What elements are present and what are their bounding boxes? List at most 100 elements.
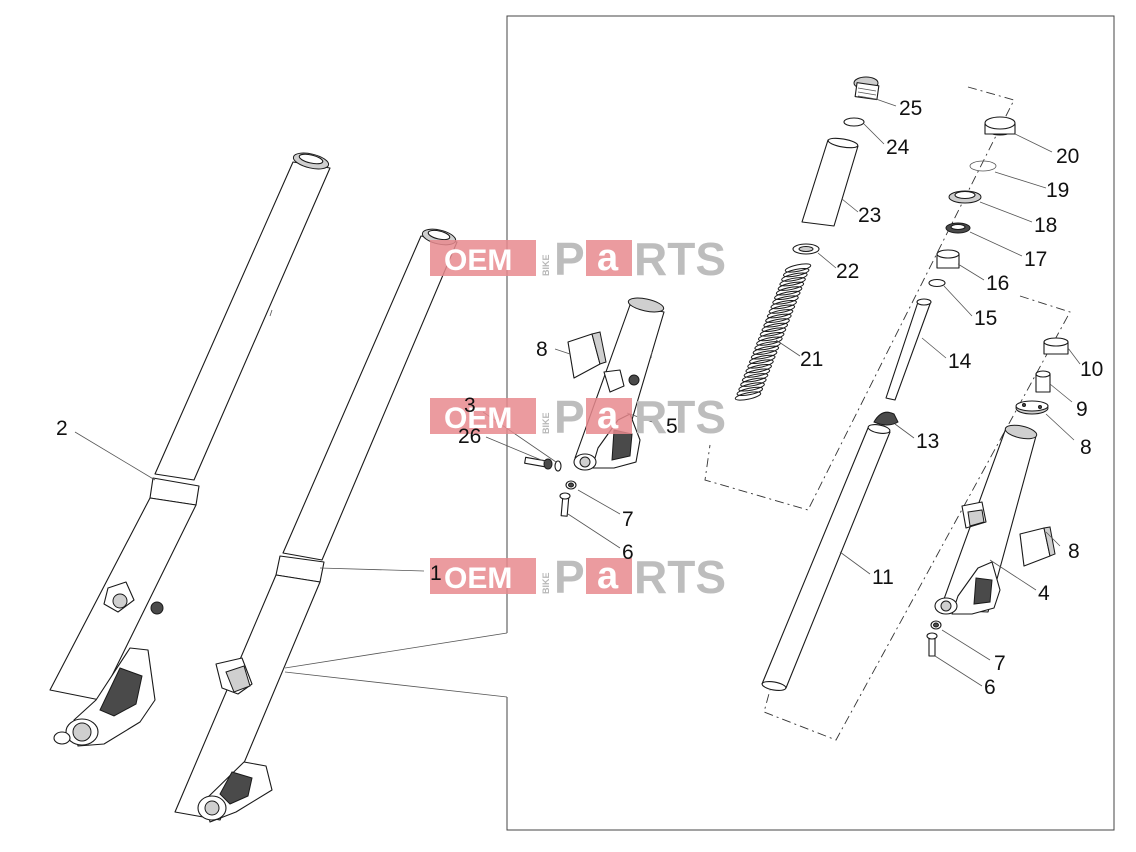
watermark-bike-text: BIKE (541, 572, 551, 594)
fork-leg-1-assembly (174, 228, 458, 823)
part-7-washer-left (565, 480, 577, 490)
spring-coil (745, 363, 772, 374)
spring-coil (775, 286, 803, 296)
watermark-oem-text: OEM (444, 562, 512, 595)
part-6-bolt-right (926, 632, 938, 657)
callout-22: 22 (836, 260, 859, 283)
detail-left-bottom-tube (573, 297, 665, 471)
spring-coil (740, 377, 767, 387)
callout-8-left: 8 (536, 338, 548, 361)
callout-11: 10 (1080, 358, 1103, 381)
part-25-cap (853, 76, 880, 101)
part-9-piston (1015, 400, 1049, 415)
dashed-group-left (704, 86, 1015, 511)
callout-10: 9 (1076, 398, 1088, 421)
callout-21: 21 (800, 348, 823, 371)
spring-coil (752, 345, 780, 355)
detail-frame (284, 15, 1115, 831)
spring-coil (766, 309, 794, 319)
part-6-bolt-left (559, 492, 571, 517)
watermark-rts-text: RTS (634, 233, 726, 285)
watermark-p-text: P (554, 233, 585, 285)
callout-18: 18 (1034, 214, 1057, 237)
watermark-bike-text: BIKE (541, 412, 551, 434)
callout-6-left: 6 (622, 541, 634, 564)
spring-coil (734, 391, 762, 401)
spring-coil (782, 267, 810, 278)
part-8-left-pad (567, 331, 607, 379)
callout-19: 19 (1046, 179, 1069, 202)
watermark-rts-text: RTS (634, 551, 726, 603)
leader-lines (74, 98, 1081, 687)
spring-coil (736, 386, 764, 397)
fork-leg-2-assembly (49, 152, 331, 747)
watermark-p-text: P (554, 551, 585, 603)
spring-coil (750, 350, 778, 360)
part-23-spacer-tube (801, 137, 859, 227)
spring-coil (763, 318, 790, 328)
part-24-oring (843, 117, 865, 127)
spring-coil (765, 313, 792, 323)
callout-8-right: 8 (1068, 540, 1080, 563)
callout-12: 11 (872, 566, 894, 589)
spring-coil (761, 322, 789, 333)
part-22-washer (792, 243, 820, 255)
watermark-oem-text: OEM (444, 402, 512, 435)
watermark-oem-text: OEM (444, 244, 512, 277)
callout-13: 13 (916, 430, 939, 453)
dashed-group-right (763, 295, 1071, 741)
callout-7-right: 7 (994, 652, 1006, 675)
spring-coil (756, 336, 783, 346)
part-4-right-bottom-tube (934, 424, 1038, 615)
spring-coil (768, 304, 796, 314)
watermark-a-text: a (597, 555, 619, 597)
callout-17: 17 (1024, 248, 1047, 271)
spring-coil (757, 331, 785, 342)
part-16-bushing (936, 249, 960, 269)
callout-3: 3 (464, 394, 476, 417)
watermark-a-text: a (597, 237, 619, 279)
spring-coil (779, 277, 806, 287)
part-8-right-pad (1019, 526, 1056, 567)
spring-coil (738, 382, 765, 392)
spring-coil (781, 272, 808, 282)
watermark-bottom: OEM BIKE P a RTS (430, 551, 726, 603)
watermark-bike-text: BIKE (541, 254, 551, 276)
callout-14: 14 (948, 350, 972, 373)
spring-coil (772, 295, 799, 305)
spring-coil (759, 327, 787, 337)
callout-9: 8 (1080, 436, 1092, 459)
part-19-circlip (969, 160, 997, 172)
spring-coil (747, 359, 774, 369)
callout-6-right: 6 (984, 676, 996, 699)
watermark-p-text: P (554, 391, 585, 443)
part-18-seal (948, 190, 982, 204)
part-15-ring (928, 278, 946, 288)
watermark-rts-text: RTS (634, 391, 726, 443)
callout-2: 2 (56, 417, 68, 440)
callout-5: 5 (666, 415, 678, 438)
part-10-bushing (1035, 370, 1051, 393)
callout-16: 16 (986, 272, 1009, 295)
callout-20: 20 (1056, 145, 1079, 168)
callout-4: 4 (1038, 582, 1050, 605)
part-7-washer-right (930, 620, 942, 630)
callout-23: 23 (858, 204, 881, 227)
spring-coil (777, 281, 805, 291)
callout-24: 24 (886, 136, 910, 159)
part-3-washer (554, 460, 562, 472)
spring-coil (741, 373, 769, 383)
callout-25: 25 (899, 97, 922, 120)
callout-1: 1 (430, 562, 442, 585)
spring-coil (774, 290, 801, 301)
callout-15: 15 (974, 307, 997, 330)
watermark-top: OEM BIKE P a RTS (430, 233, 726, 285)
watermark-a-text: a (597, 395, 619, 437)
callout-labels: 2 1 3 26 8 5 7 6 25 24 23 22 21 20 19 18… (56, 97, 1103, 699)
callout-26: 26 (458, 425, 481, 448)
watermark-middle: OEM BIKE P a RTS (430, 391, 726, 443)
part-13-stopper (873, 411, 899, 426)
callout-7-left: 7 (622, 508, 634, 531)
